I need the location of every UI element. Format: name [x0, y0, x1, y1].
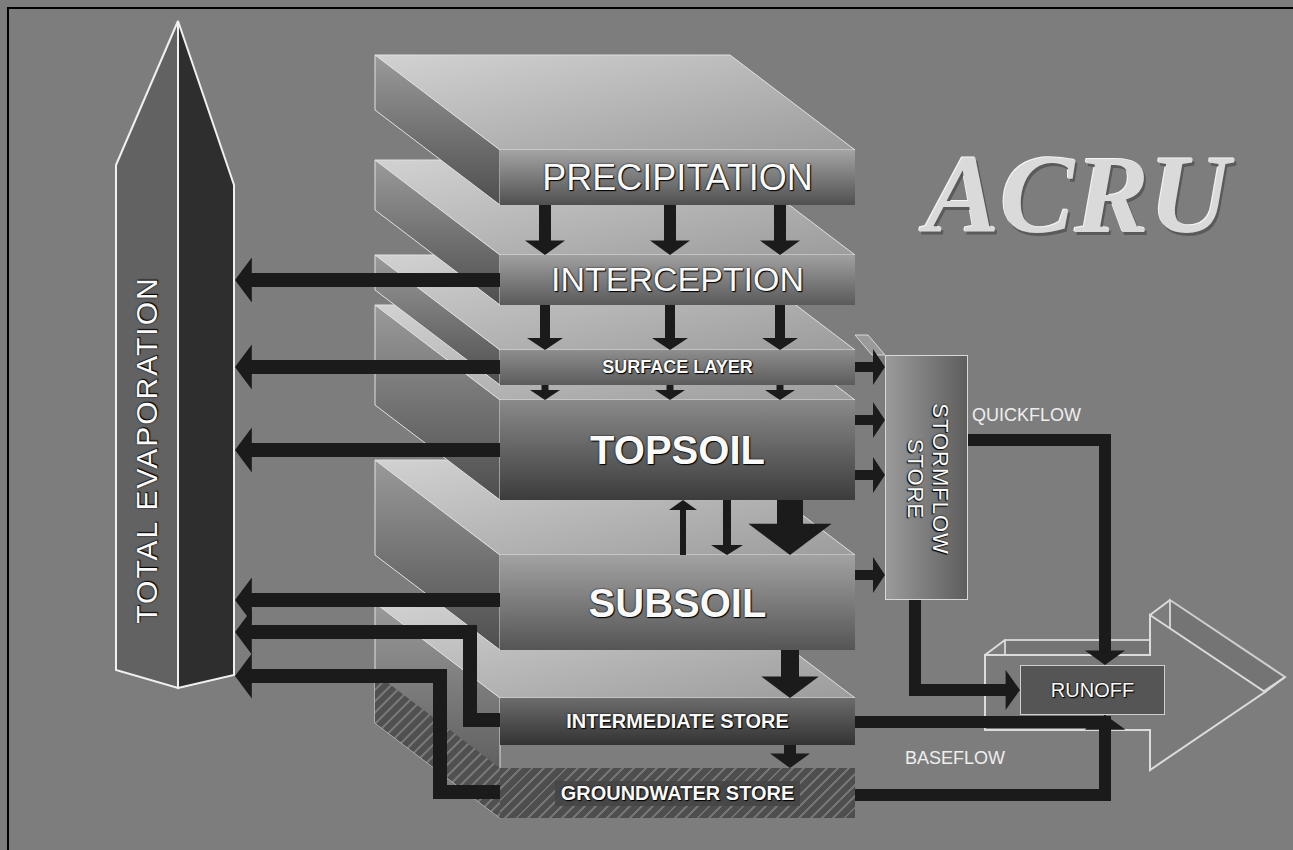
precipitation-layer: PRECIPITATION	[500, 150, 855, 205]
diagram-title: ACRU	[925, 138, 1230, 250]
arrow-head	[761, 676, 819, 698]
arrow-shaft	[777, 500, 803, 525]
arrow-shaft	[723, 500, 731, 546]
arrow-shaft	[251, 676, 500, 792]
flow-arrow	[855, 557, 885, 593]
arrow-head	[1006, 670, 1020, 710]
arrow-shaft	[855, 722, 1105, 728]
node-label: STORMFLOW STORE	[902, 379, 953, 579]
flow-arrow	[525, 205, 800, 255]
arrow-shaft	[855, 728, 1105, 795]
arrow-head	[235, 428, 252, 473]
arrow-shaft	[251, 273, 500, 287]
arrow-shaft	[251, 443, 500, 457]
arrow-head	[765, 390, 795, 400]
arrow-head	[652, 338, 688, 350]
flow-arrow	[235, 610, 500, 720]
flow-label: QUICKFLOW	[972, 405, 1081, 426]
arrow-head	[748, 524, 831, 555]
flow-arrow	[855, 715, 1125, 729]
arrow-shaft	[251, 593, 500, 607]
arrow-shaft	[540, 305, 550, 339]
arrow-shaft	[665, 305, 675, 339]
node-label: TOPSOIL	[590, 427, 765, 473]
arrow-head	[235, 610, 252, 655]
arrow-shaft	[855, 362, 874, 372]
arrow-shaft	[680, 509, 686, 555]
flow-arrow	[235, 258, 500, 303]
arrow-shaft	[968, 440, 1105, 652]
arrow-head	[760, 241, 800, 255]
arrow-head	[873, 402, 885, 438]
flow-arrow	[968, 440, 1125, 665]
arrow-head	[655, 390, 685, 400]
arrow-head	[762, 338, 798, 350]
arrow-head	[770, 754, 810, 768]
flow-arrow	[711, 500, 832, 555]
arrow-shaft	[251, 360, 500, 374]
flow-arrow	[770, 745, 810, 768]
arrow-shaft	[855, 470, 874, 480]
flow-arrow	[855, 402, 885, 493]
prism-right-face	[178, 21, 234, 688]
arrow-head	[235, 654, 252, 699]
flow-arrow	[235, 654, 500, 792]
arrow-shaft	[774, 205, 786, 242]
flow-arrow	[855, 715, 1125, 795]
node-label: SUBSOIL	[589, 580, 767, 626]
arrow-head	[235, 345, 252, 390]
arrow-shaft	[539, 205, 551, 242]
flow-arrow	[235, 428, 500, 473]
groundwater-store: GROUNDWATER STORE	[500, 768, 855, 818]
arrow-head	[1085, 715, 1125, 729]
arrow-head	[873, 349, 885, 385]
topsoil-layer: TOPSOIL	[500, 400, 855, 500]
flow-arrow	[761, 650, 819, 698]
node-label: PRECIPITATION	[542, 157, 813, 198]
arrow-head	[711, 545, 743, 555]
arrow-head	[235, 258, 252, 303]
arrow-head	[669, 500, 697, 510]
flow-label: BASEFLOW	[905, 748, 1005, 769]
arrow-shaft	[855, 570, 874, 580]
arrow-shaft	[915, 600, 1007, 690]
node-label: RUNOFF	[1051, 679, 1134, 702]
evaporation-prism: TOTAL EVAPORATION	[115, 20, 235, 690]
flow-arrow	[530, 385, 795, 400]
arrow-head	[650, 241, 690, 255]
interception-layer: INTERCEPTION	[500, 255, 855, 305]
node-label: SURFACE LAYER	[602, 357, 752, 378]
arrow-head	[873, 457, 885, 493]
runoff-box: RUNOFF	[1020, 665, 1165, 715]
flow-arrow	[855, 349, 885, 385]
arrow-head	[527, 338, 563, 350]
surface-layer: SURFACE LAYER	[500, 350, 855, 385]
flow-arrow	[235, 345, 500, 390]
arrow-shaft	[664, 205, 676, 242]
arrow-head	[1085, 715, 1125, 729]
arrow-head	[1085, 651, 1125, 665]
node-label: INTERCEPTION	[551, 260, 804, 299]
arrow-shaft	[781, 650, 799, 677]
node-label: TOTAL EVAPORATION	[130, 170, 165, 730]
arrow-shaft	[775, 305, 785, 339]
intermediate-store: INTERMEDIATE STORE	[500, 698, 855, 745]
flow-arrow	[915, 600, 1020, 710]
arrow-head	[530, 390, 560, 400]
node-label: INTERMEDIATE STORE	[566, 710, 789, 733]
flow-arrow	[527, 305, 798, 350]
arrow-head	[525, 241, 565, 255]
subsoil-layer: SUBSOIL	[500, 555, 855, 650]
arrow-shaft	[784, 745, 796, 755]
flow-arrow	[235, 578, 500, 623]
arrow-head	[873, 557, 885, 593]
arrow-shaft	[855, 415, 874, 425]
node-label: GROUNDWATER STORE	[555, 781, 801, 806]
flow-arrow	[669, 500, 697, 555]
stormflow-store: STORMFLOW STORE	[885, 355, 968, 600]
